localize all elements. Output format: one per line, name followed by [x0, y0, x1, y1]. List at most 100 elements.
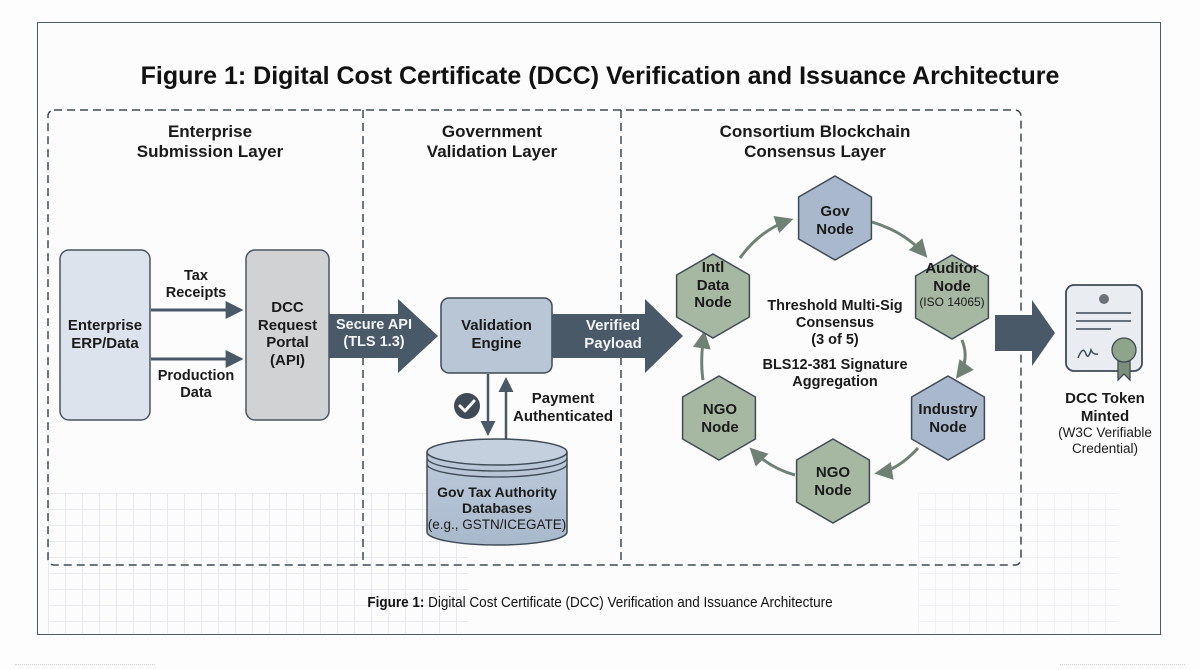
- validation-engine-label: Validation Engine: [441, 317, 552, 352]
- layer-header-government: Government Validation Layer: [363, 122, 621, 162]
- token-subtitle: (W3C Verifiable: [1058, 425, 1152, 441]
- layer-header-line: Submission Layer: [136, 141, 284, 161]
- enterprise-erp-label: Enterprise ERP/Data: [60, 317, 150, 352]
- figure-frame: Figure 1: Digital Cost Certificate (DCC)…: [37, 22, 1161, 635]
- caption-text: Digital Cost Certificate (DCC) Verificat…: [424, 594, 833, 611]
- ring-arrow-intl-to-gov: [738, 216, 794, 259]
- layer-header-line: Consortium Blockchain: [719, 122, 911, 141]
- hex-label-ngo-left: NGO Node: [680, 401, 760, 436]
- consensus-ring: [692, 216, 974, 480]
- ring-arrow-ngo-to-ngo: [749, 447, 796, 477]
- portal-line: (API): [270, 351, 305, 369]
- erp-line: Enterprise: [67, 317, 143, 334]
- consensus-line: Aggregation: [792, 373, 878, 390]
- edge-label-line: Data: [180, 384, 212, 401]
- tax-database-cylinder: [426, 438, 568, 546]
- figure-caption: Figure 1: Digital Cost Certificate (DCC)…: [94, 593, 1106, 613]
- page-divider: [1060, 664, 1185, 667]
- hex-line: Node: [933, 277, 971, 295]
- hex-line: Node: [814, 481, 852, 499]
- edge-label-line: Payment: [531, 390, 595, 407]
- portal-line: Request: [257, 316, 318, 334]
- layers-outline: [47, 109, 1022, 566]
- hex-line: NGO: [702, 401, 738, 418]
- layer-header-line: Enterprise: [167, 122, 253, 141]
- hex-line: Node: [816, 220, 854, 238]
- ring-arrow-ngo-to-intl: [692, 330, 711, 381]
- hex-node-ngo-bottom: [795, 438, 871, 524]
- ring-arrow-industry-to-ngo: [874, 446, 920, 480]
- secure-api-arrow: [329, 299, 438, 373]
- hex-label-ngo-bottom: NGO Node: [793, 464, 873, 499]
- hex-line: Industry: [918, 401, 978, 418]
- mint-token-arrow: [995, 300, 1055, 366]
- dcc-portal-label: DCC Request Portal (API): [246, 299, 329, 369]
- edge-label-line: Receipts: [165, 284, 227, 301]
- hex-subtitle: (ISO 14065): [919, 295, 985, 310]
- portal-line: Portal: [266, 334, 309, 352]
- tax-receipts-label: Tax Receipts: [150, 268, 242, 302]
- edge-label-line: Payload: [584, 334, 642, 352]
- db-subtitle: (e.g., GSTN/ICEGATE): [427, 516, 567, 532]
- consensus-center-text: Threshold Multi-Sig Consensus (3 of 5) B…: [745, 298, 925, 391]
- ring-arrow-gov-to-auditor: [871, 220, 928, 258]
- consensus-line: (3 of 5): [811, 331, 859, 348]
- layer-header-enterprise: Enterprise Submission Layer: [60, 122, 360, 162]
- erp-line: ERP/Data: [71, 334, 139, 352]
- consensus-line: BLS12-381 Signature: [762, 356, 908, 373]
- hex-line: Node: [929, 418, 967, 436]
- hex-line: Intl: [701, 259, 725, 276]
- token-subtitle: Credential): [1071, 440, 1139, 456]
- edge-label-line: (TLS 1.3): [343, 333, 405, 350]
- hex-node-intl: [675, 253, 751, 339]
- validation-line: Engine: [471, 334, 522, 352]
- hex-label-gov: Gov Node: [795, 203, 875, 238]
- edge-label-line: Secure API: [335, 317, 413, 333]
- figure-title: Figure 1: Digital Cost Certificate (DCC)…: [140, 62, 1060, 90]
- hex-line: Data: [696, 276, 730, 294]
- edge-label-line: Verified: [585, 317, 641, 334]
- edge-label-line: Tax: [184, 268, 208, 284]
- hex-node-gov: [797, 175, 873, 261]
- dcc-token-label: DCC Token Minted (W3C Verifiable Credent…: [1045, 390, 1165, 457]
- caption-prefix: Figure 1:: [367, 594, 425, 611]
- layer-header-line: Consensus Layer: [744, 141, 886, 161]
- layer-header-line: Government: [441, 122, 543, 141]
- hex-label-intl: Intl Data Node: [673, 259, 753, 312]
- checkmark-circle-icon: [454, 393, 480, 419]
- portal-line: DCC: [271, 299, 304, 316]
- db-line: Gov Tax Authority: [437, 484, 557, 500]
- hex-line: Auditor: [925, 260, 979, 277]
- certificate-icon: [1065, 284, 1143, 382]
- token-line: Minted: [1080, 407, 1130, 425]
- edge-label-line: Authenticated: [512, 407, 613, 425]
- hex-node-ngo-left: [681, 375, 757, 461]
- consensus-line: Consensus: [795, 314, 875, 331]
- layer-header-line: Validation Layer: [426, 141, 558, 161]
- ring-arrow-auditor-to-industry: [955, 339, 974, 379]
- hex-line: Gov: [820, 203, 850, 220]
- consensus-line: Threshold Multi-Sig: [767, 298, 903, 314]
- hex-label-industry: Industry Node: [906, 401, 990, 436]
- edge-label-line: Production: [157, 368, 235, 384]
- hex-node-industry: [910, 375, 986, 461]
- background-grid: [48, 493, 468, 633]
- payment-authenticated-label: Payment Authenticated: [508, 390, 618, 425]
- secure-api-label: Secure API (TLS 1.3): [330, 317, 418, 351]
- enterprise-erp-box: [59, 249, 151, 421]
- hex-label-auditor: Auditor Node (ISO 14065): [910, 260, 994, 309]
- verified-payload-arrow: [552, 299, 683, 373]
- page-divider: [15, 664, 155, 667]
- verified-payload-label: Verified Payload: [568, 317, 658, 352]
- hex-node-auditor: [914, 254, 990, 340]
- db-line: Databases: [461, 500, 533, 517]
- hex-line: NGO: [815, 464, 851, 481]
- hex-line: Node: [701, 418, 739, 436]
- tax-database-label: Gov Tax Authority Databases (e.g., GSTN/…: [427, 484, 567, 533]
- validation-line: Validation: [461, 317, 532, 334]
- background-grid: [918, 493, 1118, 633]
- layer-header-consortium: Consortium Blockchain Consensus Layer: [680, 122, 950, 162]
- production-data-label: Production Data: [146, 368, 246, 402]
- hex-line: Node: [694, 294, 732, 312]
- token-line: DCC Token: [1065, 390, 1145, 407]
